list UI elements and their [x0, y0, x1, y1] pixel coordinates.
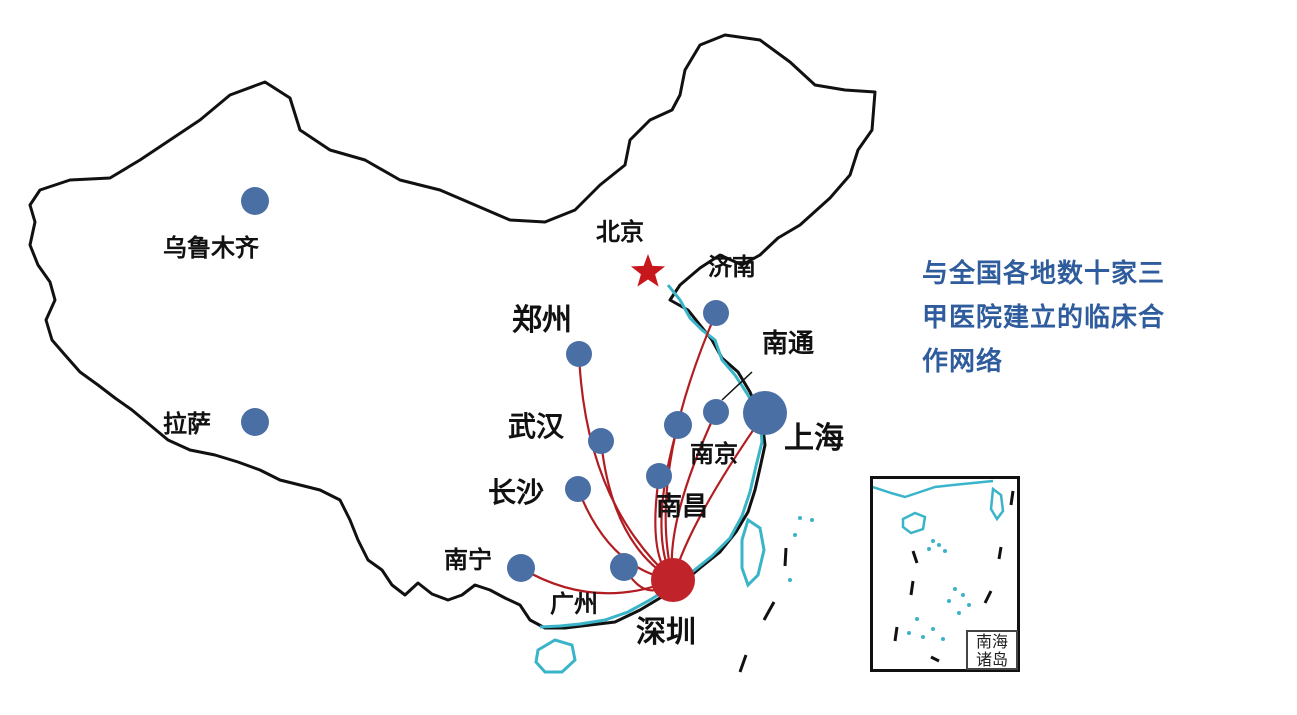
- label-nanchang: 南昌: [656, 492, 708, 522]
- marker-urumqi: [241, 187, 269, 215]
- label-guangzhou: 广州: [550, 590, 598, 618]
- caption-line-1: 与全国各地数十家三: [922, 259, 1166, 289]
- route-shenzhen-jinan: [664, 312, 718, 581]
- label-shanghai: 上海: [784, 421, 844, 456]
- inset-taiwan: [989, 486, 1005, 522]
- inset-label-line-1: 南海: [975, 632, 1008, 651]
- marker-shanghai: [743, 391, 787, 435]
- south-china-sea-inset: 南海 诸岛: [870, 476, 1020, 672]
- marker-shenzhen-hub: [651, 558, 695, 602]
- city-markers: [241, 187, 787, 602]
- label-shenzhen: 深圳: [636, 615, 696, 650]
- inset-hainan: [901, 511, 927, 535]
- caption-line-3: 作网络: [922, 347, 1004, 377]
- marker-lhasa: [241, 408, 269, 436]
- star-icon: [630, 254, 666, 287]
- inset-dashes: [893, 490, 1015, 663]
- inset-map: [873, 479, 1015, 663]
- taiwan-island: [740, 517, 766, 588]
- label-lhasa: 拉萨: [163, 410, 211, 438]
- china-border: [28, 33, 877, 630]
- marker-nanchang: [646, 463, 672, 489]
- hainan-island: [534, 638, 577, 674]
- label-wuhan: 武汉: [508, 410, 565, 443]
- caption-line-2: 甲医院建立的临床合: [922, 303, 1166, 333]
- maritime-dashes: [738, 547, 788, 673]
- inset-coastline: [873, 479, 994, 499]
- inset-label: 南海 诸岛: [966, 630, 1018, 670]
- coastline: [539, 284, 764, 629]
- label-nantong: 南通: [762, 329, 814, 359]
- nantong-leader-line: [721, 371, 753, 401]
- marker-nanjing: [664, 411, 692, 439]
- marker-guangzhou: [610, 553, 638, 581]
- label-zhengzhou: 郑州: [512, 303, 572, 338]
- label-jinan: 济南: [708, 253, 756, 281]
- label-urumqi: 乌鲁木齐: [163, 234, 260, 262]
- marker-nantong: [703, 399, 729, 425]
- island-dots: [788, 516, 814, 582]
- label-nanjing: 南京: [690, 440, 738, 468]
- marker-nanning: [507, 554, 535, 582]
- marker-wuhan: [588, 428, 614, 454]
- label-beijing: 北京: [596, 218, 644, 246]
- marker-changsha: [565, 476, 591, 502]
- label-changsha: 长沙: [488, 476, 544, 509]
- label-nanning: 南宁: [444, 546, 492, 574]
- route-shenzhen-zhengzhou: [577, 353, 674, 581]
- network-caption: 与全国各地数十家三 甲医院建立的临床合 作网络: [922, 252, 1242, 384]
- marker-zhengzhou: [566, 341, 592, 367]
- marker-jinan: [703, 300, 729, 326]
- inset-island-dots: [907, 539, 971, 641]
- inset-label-line-2: 诸岛: [975, 650, 1008, 669]
